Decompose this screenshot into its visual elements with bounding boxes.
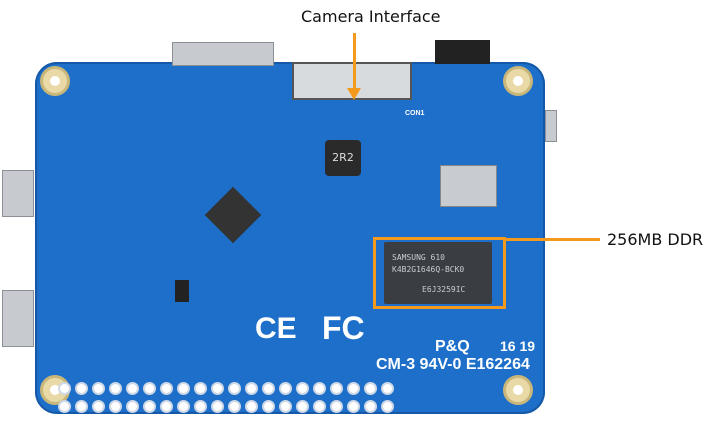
header-pin xyxy=(296,400,309,413)
date-code: 16 19 xyxy=(500,338,536,354)
ddr-label: 256MB DDR xyxy=(607,230,704,249)
chip-text: K4B2G1646Q-BCK0 xyxy=(392,265,465,274)
side-button xyxy=(545,110,557,142)
header-pin xyxy=(313,400,326,413)
header-pin xyxy=(160,382,173,395)
ddr-chip: SAMSUNG 610 K4B2G1646Q-BCK0 E6J3259IC xyxy=(384,242,492,304)
header-pin xyxy=(143,400,156,413)
header-pin xyxy=(296,382,309,395)
header-pin xyxy=(330,382,343,395)
header-pin xyxy=(177,382,190,395)
header-pin xyxy=(262,382,275,395)
header-pin xyxy=(347,382,360,395)
ce-mark: CE xyxy=(255,312,297,345)
camera-callout-line xyxy=(353,33,356,91)
header-pin xyxy=(364,382,377,395)
ethernet-port xyxy=(435,40,490,64)
header-pin xyxy=(228,382,241,395)
transistor xyxy=(175,280,189,302)
header-pin xyxy=(143,382,156,395)
fcc-mark: FC xyxy=(322,310,365,346)
header-pin xyxy=(109,382,122,395)
header-pin xyxy=(279,400,292,413)
inductor: 2R2 xyxy=(325,140,361,176)
header-pin xyxy=(313,382,326,395)
header-pin xyxy=(160,400,173,413)
header-pin xyxy=(126,382,139,395)
header-pin xyxy=(330,400,343,413)
mounting-hole xyxy=(503,375,533,405)
header-pin xyxy=(58,400,71,413)
header-pin xyxy=(279,382,292,395)
header-pin xyxy=(194,400,207,413)
header-pin xyxy=(177,400,190,413)
header-pin xyxy=(92,382,105,395)
header-pin xyxy=(262,400,275,413)
gpio-header xyxy=(58,382,398,416)
header-pin xyxy=(381,400,394,413)
header-pin xyxy=(211,382,224,395)
arrow-down-icon xyxy=(347,88,361,100)
header-pin xyxy=(228,400,241,413)
voltage-regulator xyxy=(440,165,497,207)
header-pin xyxy=(211,400,224,413)
chip-text: E6J3259IC xyxy=(422,285,466,294)
header-pin xyxy=(58,382,71,395)
vendor-mark: P&Q xyxy=(435,338,470,355)
usb-port xyxy=(2,290,34,347)
header-pin xyxy=(194,382,207,395)
ddr-callout-line xyxy=(503,238,506,308)
header-pin xyxy=(75,382,88,395)
mounting-hole xyxy=(503,66,533,96)
header-pin xyxy=(109,400,122,413)
header-pin xyxy=(92,400,105,413)
header-pin xyxy=(245,400,258,413)
usb-port xyxy=(2,170,34,217)
header-pin xyxy=(347,400,360,413)
header-pin xyxy=(381,382,394,395)
ddr-callout-line xyxy=(505,238,600,241)
header-pin xyxy=(245,382,258,395)
mounting-hole xyxy=(40,66,70,96)
chip-text: SAMSUNG 610 xyxy=(392,253,445,262)
header-pin xyxy=(75,400,88,413)
connector-label: CON1 xyxy=(405,110,425,117)
ul-code: CM-3 94V-0 E162264 xyxy=(376,356,530,373)
camera-interface-label: Camera Interface xyxy=(301,7,441,26)
header-pin xyxy=(364,400,377,413)
header-pin xyxy=(126,400,139,413)
ddr-highlight-box xyxy=(373,237,506,309)
hdmi-port xyxy=(172,42,274,66)
